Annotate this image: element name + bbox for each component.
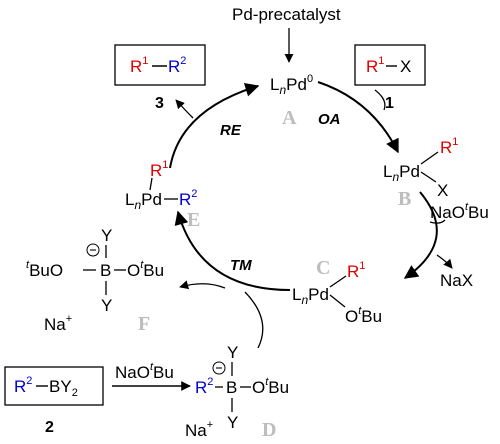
- compound-1: R1 X 1: [354, 44, 426, 112]
- f-release-arrow: [179, 280, 226, 290]
- svg-text:Y: Y: [101, 226, 112, 245]
- oa-arrow: [317, 81, 399, 154]
- tm-label: TM: [230, 257, 252, 274]
- tm-arrow: [174, 210, 291, 291]
- svg-text:R1: R1: [130, 55, 148, 76]
- svg-text:Y: Y: [101, 296, 112, 315]
- letter-b: B: [398, 188, 411, 210]
- letter-d: D: [262, 419, 276, 441]
- letter-c: C: [316, 257, 330, 279]
- svg-text:LnPd0: LnPd0: [270, 73, 313, 97]
- svg-text:B: B: [100, 261, 111, 280]
- svg-text:tBuO: tBuO: [26, 259, 63, 280]
- svg-text:R1: R1: [366, 55, 384, 76]
- compound-3-release-arrow: [175, 99, 194, 119]
- re-arrow: [169, 83, 260, 169]
- svg-text:R1: R1: [347, 260, 365, 281]
- svg-text:R2: R2: [168, 55, 186, 76]
- species-c: LnPd R1 OtBu C: [292, 257, 382, 326]
- species-d: Y R2 B OtBu Y Na+ D: [185, 343, 289, 441]
- re-label: RE: [220, 122, 242, 139]
- letter-e: E: [187, 209, 200, 231]
- svg-text:X: X: [400, 57, 411, 76]
- compound-3-number: 3: [155, 95, 164, 112]
- compound-3: R1 R2 3: [114, 44, 206, 112]
- svg-text:LnPd: LnPd: [383, 162, 420, 184]
- svg-text:OtBu: OtBu: [127, 259, 164, 280]
- svg-text:OtBu: OtBu: [252, 376, 289, 397]
- letter-a: A: [282, 107, 297, 129]
- svg-text:B: B: [226, 378, 237, 397]
- species-f: Y tBuO B OtBu Y Na+ F: [26, 226, 164, 335]
- precatalyst-label: Pd-precatalyst: [232, 5, 341, 24]
- svg-text:R2: R2: [195, 376, 213, 397]
- svg-text:Na+: Na+: [185, 419, 213, 440]
- species-a: LnPd0 A: [270, 73, 313, 129]
- svg-text:R2: R2: [14, 375, 32, 396]
- svg-text:LnPd: LnPd: [125, 190, 162, 212]
- naotbu-reagent-1: NaOtBu: [430, 201, 489, 222]
- svg-text:R1: R1: [440, 136, 458, 157]
- letter-f: F: [138, 313, 150, 335]
- svg-text:Y: Y: [227, 343, 238, 362]
- b-to-c-arrow: [403, 191, 438, 279]
- species-b: LnPd R1 X B: [383, 136, 458, 210]
- svg-text:Na+: Na+: [44, 313, 72, 334]
- svg-text:LnPd: LnPd: [292, 285, 329, 307]
- svg-text:R2: R2: [179, 188, 197, 209]
- svg-text:BY2: BY2: [49, 377, 78, 399]
- species-e: LnPd R1 R2 E: [125, 159, 200, 231]
- svg-text:X: X: [437, 181, 448, 200]
- naotbu-reagent-2: NaOtBu: [115, 361, 174, 382]
- svg-text:R1: R1: [150, 159, 168, 180]
- compound-1-feed: [374, 89, 386, 111]
- svg-text:Y: Y: [227, 413, 238, 432]
- nax-byproduct: NaX: [440, 271, 473, 290]
- compound-1-number: 1: [385, 95, 394, 112]
- compound-2-number: 2: [45, 419, 54, 436]
- oa-label: OA: [318, 111, 341, 128]
- svg-text:OtBu: OtBu: [345, 305, 382, 326]
- d-feed: [244, 291, 264, 349]
- compound-2: R2 BY2 2: [4, 366, 104, 436]
